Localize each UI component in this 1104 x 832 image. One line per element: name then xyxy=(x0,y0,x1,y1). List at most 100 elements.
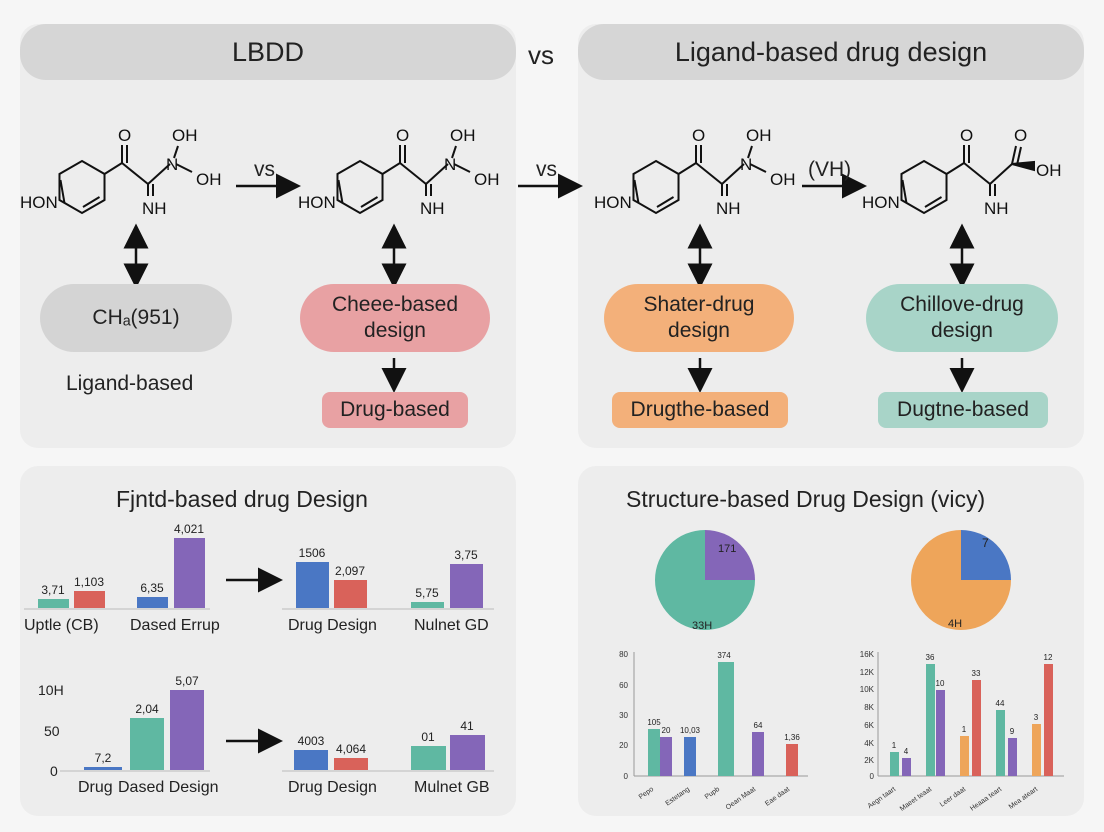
br-bar2-value-label-1: 4 xyxy=(904,747,909,756)
bl-row1-a-value-label-3: 4,021 xyxy=(174,522,204,536)
br-bar2-ytick-7: 0 xyxy=(870,772,875,781)
node-dugtne-based: Dugtne-based xyxy=(878,392,1048,428)
bl-row1-a-bar-0 xyxy=(38,599,69,608)
br-bar2-category-3: Heaaa teart xyxy=(969,786,1003,813)
panel-ligand xyxy=(578,24,1084,448)
label-nh-3: NH xyxy=(716,199,741,218)
bl-r2-label-3: Mulnet GB xyxy=(414,779,490,796)
bond-noh2-3 xyxy=(749,163,767,173)
br-bar2-value-label-5: 33 xyxy=(972,669,981,678)
bottom-right-title: Structure-based Drug Design (vicy) xyxy=(626,486,986,512)
label-hon-3: HON xyxy=(594,193,632,212)
node-ch-pill: CHₐ(951) xyxy=(40,284,232,352)
bl-r2-tick-1: 50 xyxy=(44,723,60,739)
bl-row2-b-bar-0 xyxy=(294,750,328,770)
bond-2-2 xyxy=(399,162,427,185)
br-bar1-ytick-1: 60 xyxy=(619,681,628,690)
bottom-left-title: Fjntd-based drug Design xyxy=(116,486,368,512)
bl-r1-label-3: Nulnet GD xyxy=(414,617,489,634)
molecule-4 xyxy=(900,145,1035,215)
label-oh-top-3: OH xyxy=(746,126,772,145)
bl-row2-a-bar-1 xyxy=(130,718,164,770)
label-oh-top-1: OH xyxy=(172,126,198,145)
bl-row1-b-bar-1 xyxy=(334,580,367,608)
br-bar2-value-label-3: 10 xyxy=(936,679,945,688)
br-pie2-slice-0 xyxy=(961,530,1011,580)
arrow-label-2: vs xyxy=(536,158,557,181)
node-cheee-based: Cheee-based design xyxy=(300,284,490,352)
br-bar1-category-0: Pepo xyxy=(638,786,655,801)
label-oh-side-3: OH xyxy=(770,170,796,189)
pie1-label-small: 171 xyxy=(718,543,737,555)
bond-acid-o-4 xyxy=(1011,145,1017,165)
br-bar2-bar-6 xyxy=(996,710,1005,776)
molecule-diagram: HONONHNOHOHHONONHNOHOHHONONHNOHOHHONONHO… xyxy=(20,126,1062,393)
bond-3-1 xyxy=(147,163,171,185)
bond-noh-2 xyxy=(451,145,457,159)
br-bar2-value-label-0: 1 xyxy=(892,741,897,750)
label-nh-1: NH xyxy=(142,199,167,218)
br-bar1-category-4: Eae daat xyxy=(764,786,791,808)
br-bar1-value-label-5: 1,36 xyxy=(784,733,800,742)
label-o-2: O xyxy=(396,126,409,145)
bl-row1-b-value-label-2: 5,75 xyxy=(415,586,439,600)
bond-acid-o2-4 xyxy=(1016,146,1022,166)
bl-r2-label-2: Drug Design xyxy=(288,779,377,796)
label-oh-top-2: OH xyxy=(450,126,476,145)
br-bar2-category-2: Leer daat xyxy=(939,786,967,809)
br-bar2-bar-8 xyxy=(1032,724,1041,776)
bl-row2-a-bar-2 xyxy=(170,690,204,770)
br-bar1-category-2: Pupb xyxy=(704,786,721,801)
label-o-4: O xyxy=(960,126,973,145)
br-bar2-bar-5 xyxy=(972,680,981,776)
br-bar2-value-label-6: 44 xyxy=(996,699,1005,708)
br-bar2-value-label-9: 12 xyxy=(1044,653,1053,662)
br-bar2-bar-1 xyxy=(902,758,911,776)
ring-double-a-1 xyxy=(59,179,66,204)
bl-r2-tick-2: 0 xyxy=(50,763,58,779)
bond-3-2 xyxy=(425,163,449,185)
bond-1-4 xyxy=(945,162,965,175)
bl-r2-label-0: Drug xyxy=(78,779,113,796)
bl-row2-b-value-label-2: 01 xyxy=(421,730,435,744)
br-bar2-ytick-2: 10K xyxy=(860,685,875,694)
br-bar2-bar-0 xyxy=(890,752,899,776)
bond-1-3 xyxy=(677,162,697,175)
bond-2-1 xyxy=(121,162,149,185)
br-bar1-ytick-0: 80 xyxy=(619,650,628,659)
bl-row2-a-bar-0 xyxy=(84,767,122,770)
arrow-label-1: vs xyxy=(254,158,275,181)
ring-double-b-4 xyxy=(924,196,943,208)
bond-2-3 xyxy=(695,162,723,185)
panel-lbdd xyxy=(20,24,516,448)
bl-r2-tick-0: 10H xyxy=(38,682,64,698)
bl-row2-b-value-label-1: 4,064 xyxy=(336,742,366,756)
bl-row1-b-value-label-0: 1506 xyxy=(299,546,326,560)
bond-noh-3 xyxy=(747,145,753,159)
label-n-3: N xyxy=(740,155,752,174)
label-hon-1: HON xyxy=(20,193,58,212)
br-bar2-value-label-7: 9 xyxy=(1010,727,1015,736)
ring-double-b-1 xyxy=(82,196,101,208)
label-n-2: N xyxy=(444,155,456,174)
molecule-1 xyxy=(58,145,193,215)
br-bar2-ytick-0: 16K xyxy=(860,650,875,659)
bl-row1-a-bar-1 xyxy=(74,591,105,608)
br-bar2-bar-9 xyxy=(1044,664,1053,776)
bond-1-2 xyxy=(381,162,401,175)
bond-3-3 xyxy=(721,163,745,185)
vs-header-label: vs xyxy=(528,40,554,70)
bl-row2-b-bar-3 xyxy=(450,735,485,770)
bl-row1-a-bar-2 xyxy=(137,597,168,608)
bl-row2-b-bar-1 xyxy=(334,758,368,770)
bond-wedge-4 xyxy=(1011,160,1035,172)
ring-double-a-2 xyxy=(337,179,344,204)
br-bar2-bar-7 xyxy=(1008,738,1017,776)
pie2-label-large: 4H xyxy=(948,618,963,630)
bond-noh2-2 xyxy=(453,163,471,173)
bl-row1-a-value-label-0: 3,71 xyxy=(41,583,65,597)
br-bar1-category-3: Oean Maat xyxy=(725,786,757,812)
label-o-3: O xyxy=(692,126,705,145)
br-bar2-value-label-8: 3 xyxy=(1034,713,1039,722)
